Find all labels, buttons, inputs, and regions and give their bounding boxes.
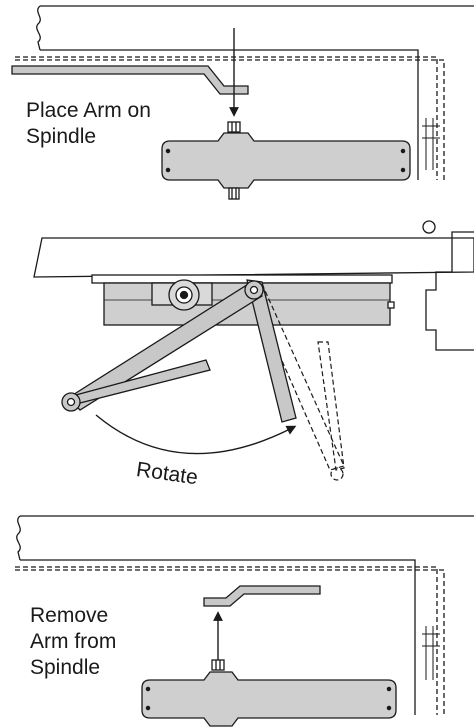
caption-remove-line-1: Remove	[30, 604, 109, 627]
door-frame-bottom	[15, 515, 474, 715]
panel-3-remove-arm	[15, 515, 474, 727]
caption-remove-line-3: Spindle	[30, 656, 101, 679]
caption-place-line-1: Place Arm on	[26, 99, 151, 122]
caption-remove-arm: Remove Arm from Spindle	[30, 603, 116, 681]
closer-arm-step1	[11, 65, 249, 95]
door-frame-top	[15, 5, 474, 180]
caption-place-arm: Place Arm on Spindle	[26, 98, 151, 150]
elbow-pivot	[61, 392, 81, 412]
rotate-arrow	[95, 414, 297, 455]
closer-body-step1	[161, 121, 411, 200]
caption-remove-line-2: Arm from	[30, 630, 117, 653]
door-frame-strip	[33, 237, 474, 278]
closer-arm-step3	[203, 585, 321, 607]
panel-2-rotate-arm	[33, 220, 474, 481]
closer-body-step3	[141, 659, 397, 727]
spindle-pivot	[244, 280, 264, 300]
hinge-side	[422, 220, 474, 351]
panel-1-place-arm	[11, 5, 474, 200]
caption-place-line-2: Spindle	[26, 125, 97, 148]
